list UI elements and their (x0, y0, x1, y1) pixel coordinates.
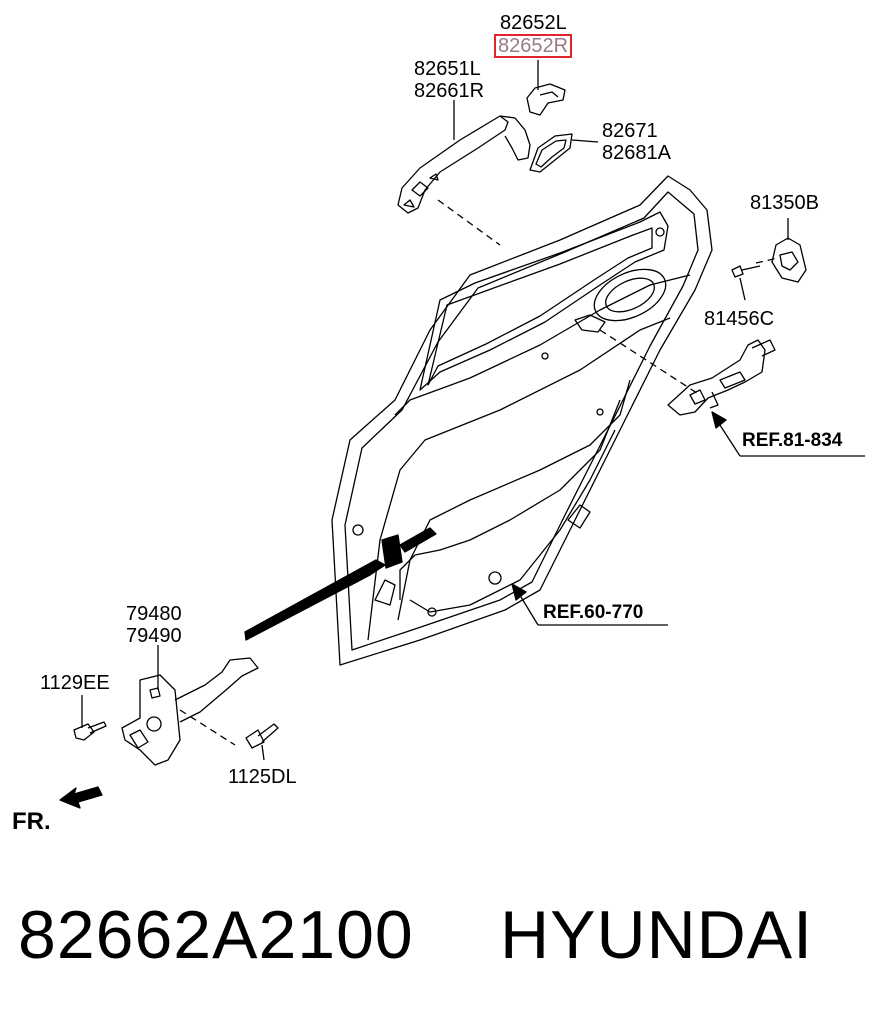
footer-part-number: 82662A2100 (18, 897, 414, 973)
door-exploded-drawing (59, 60, 865, 809)
label-81350B: 81350B (750, 192, 819, 214)
label-82652R-highlighted[interactable]: 82652R (494, 34, 573, 58)
strap-band (244, 527, 437, 641)
ref-leaders (511, 411, 865, 626)
striker-assembly (731, 237, 807, 283)
front-arrow-icon (59, 786, 103, 809)
label-82681A: 82681A (602, 142, 671, 164)
label-ref-81-834: REF.81-834 (742, 430, 843, 451)
front-direction-label: FR. (12, 808, 51, 835)
label-82661R: 82661R (414, 80, 485, 102)
handle-gasket (529, 133, 573, 173)
label-ref-60-770: REF.60-770 (543, 602, 644, 623)
outside-handle (397, 115, 531, 214)
label-79480: 79480 (126, 603, 182, 625)
label-1125DL: 1125DL (228, 766, 297, 788)
label-1129EE: 1129EE (40, 672, 110, 694)
part-leaders (81, 60, 789, 761)
guide-lines (179, 199, 779, 746)
label-82652L: 82652L (500, 12, 567, 34)
label-82671: 82671 (602, 120, 658, 142)
checker-bolts (73, 721, 279, 749)
door-panel (331, 175, 713, 666)
door-checker (121, 657, 259, 766)
label-79490: 79490 (126, 625, 182, 647)
door-latch (667, 339, 776, 416)
footer-brand: HYUNDAI (500, 897, 814, 973)
label-81456C: 81456C (704, 308, 775, 330)
label-82651L: 82651L (414, 58, 481, 80)
handle-cap (526, 83, 566, 116)
